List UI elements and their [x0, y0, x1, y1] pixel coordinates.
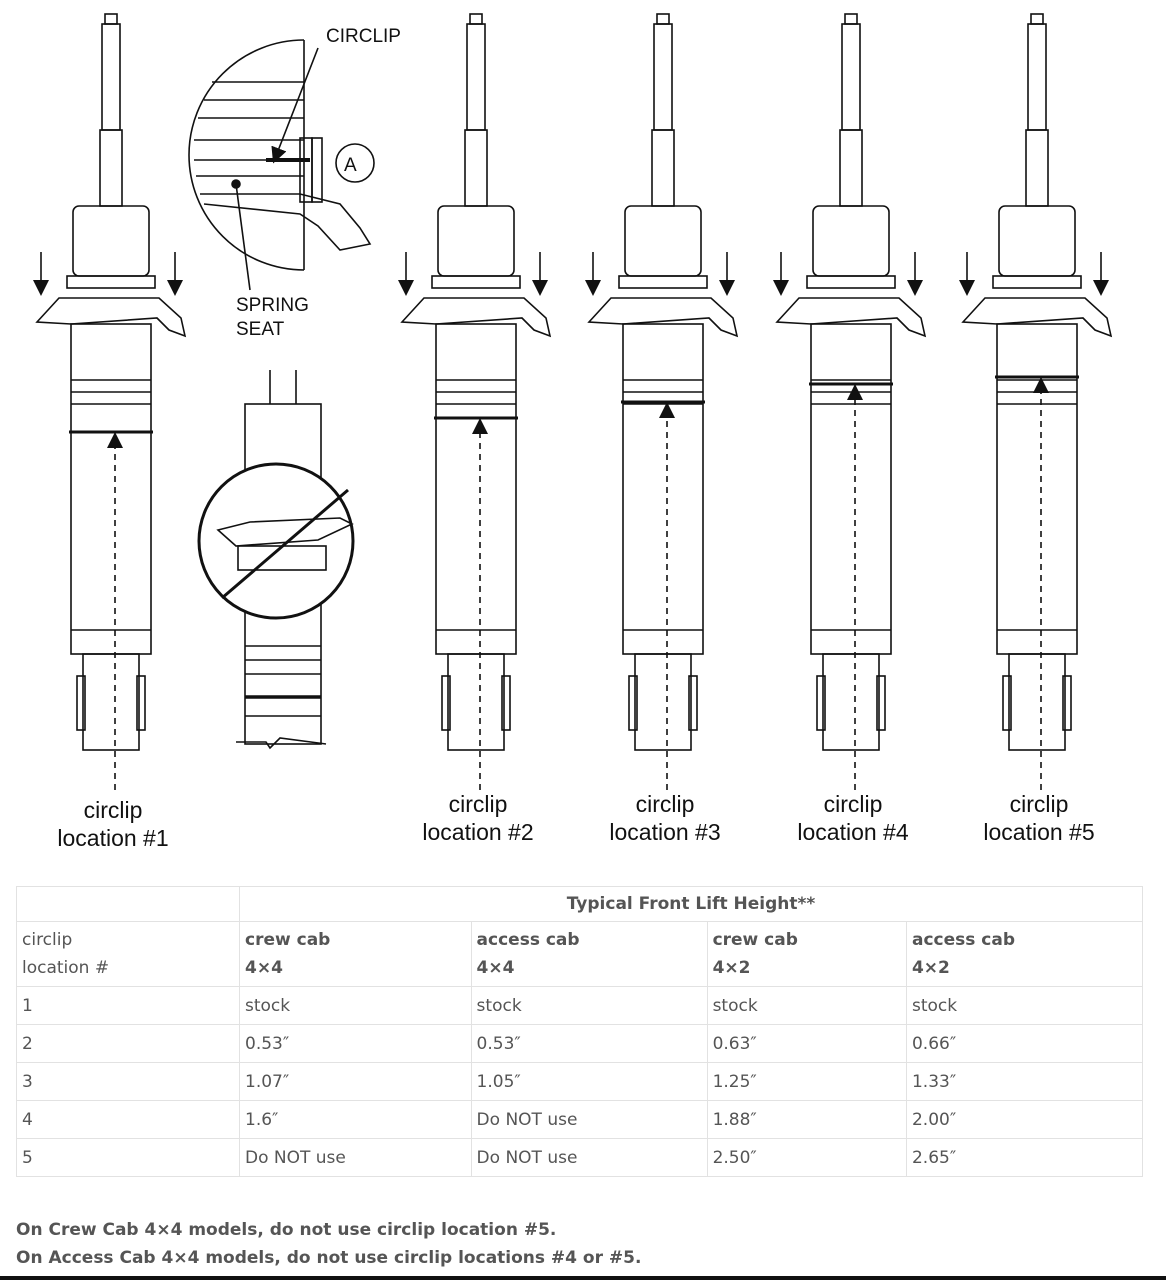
table-cell: 1.33″ [905, 1062, 1144, 1101]
note-crew-cab: On Crew Cab 4×4 models, do not use circl… [16, 1220, 557, 1240]
shock-absorber-5 [959, 13, 1113, 790]
table-cell: stock [470, 986, 708, 1025]
shock-caption-line1: circlip [824, 791, 883, 817]
table-cell: 0.53″ [239, 1024, 472, 1063]
table-cell: Do NOT use [470, 1100, 708, 1139]
row-label-cell: 1 [16, 986, 240, 1025]
shock-caption-line2: location #2 [422, 819, 533, 845]
shock-absorber-2 [398, 13, 552, 790]
spring-seat-callout-line1: SPRING [236, 295, 309, 316]
table-cell: Do NOT use [239, 1138, 472, 1177]
row-label-cell: 4 [16, 1100, 240, 1139]
table-span-header: Typical Front Lift Height** [239, 886, 1143, 922]
table-cell: 0.66″ [905, 1024, 1144, 1063]
table-cell: 1.88″ [706, 1100, 907, 1139]
shock-absorber-1 [33, 13, 187, 790]
shock-caption-line1: circlip [449, 791, 508, 817]
table-cell: 1.25″ [706, 1062, 907, 1101]
row-label-cell: 3 [16, 1062, 240, 1101]
empty-header-cell [16, 886, 240, 922]
shock-caption-line2: location #1 [57, 825, 168, 851]
table-cell: 1.6″ [239, 1100, 472, 1139]
shock-absorber-4 [773, 13, 927, 790]
circlip-callout: CIRCLIP [326, 26, 401, 47]
notes: On Crew Cab 4×4 models, do not use circl… [16, 1216, 641, 1272]
shock-caption-line2: location #3 [609, 819, 720, 845]
table-cell: stock [239, 986, 472, 1025]
shock-caption-line2: location #4 [797, 819, 908, 845]
note-access-cab: On Access Cab 4×4 models, do not use cir… [16, 1248, 642, 1268]
detail-a-label: A [344, 155, 357, 176]
table-cell: 0.63″ [706, 1024, 907, 1063]
shock-caption-line1: circlip [84, 797, 143, 823]
detail-a-inset [188, 39, 375, 291]
row-label-cell: 5 [16, 1138, 240, 1177]
bottom-rule [0, 1276, 1166, 1280]
table-cell: 1.07″ [239, 1062, 472, 1101]
shock-caption-line2: location #5 [983, 819, 1094, 845]
table-cell: 2.50″ [706, 1138, 907, 1177]
table-cell: 1.05″ [470, 1062, 708, 1101]
table-cell: 0.53″ [470, 1024, 708, 1063]
row-label-cell: 2 [16, 1024, 240, 1063]
table-cell: 2.00″ [905, 1100, 1144, 1139]
table-cell: stock [706, 986, 907, 1025]
shock-absorber-3 [585, 13, 739, 790]
spring-seat-callout-line2: SEAT [236, 319, 285, 340]
shock-caption-line1: circlip [636, 791, 695, 817]
table-cell: Do NOT use [470, 1138, 708, 1177]
table-cell: 2.65″ [905, 1138, 1144, 1177]
shock-caption-line1: circlip [1010, 791, 1069, 817]
incorrect-install-inset [197, 370, 355, 750]
table-cell: stock [905, 986, 1144, 1025]
